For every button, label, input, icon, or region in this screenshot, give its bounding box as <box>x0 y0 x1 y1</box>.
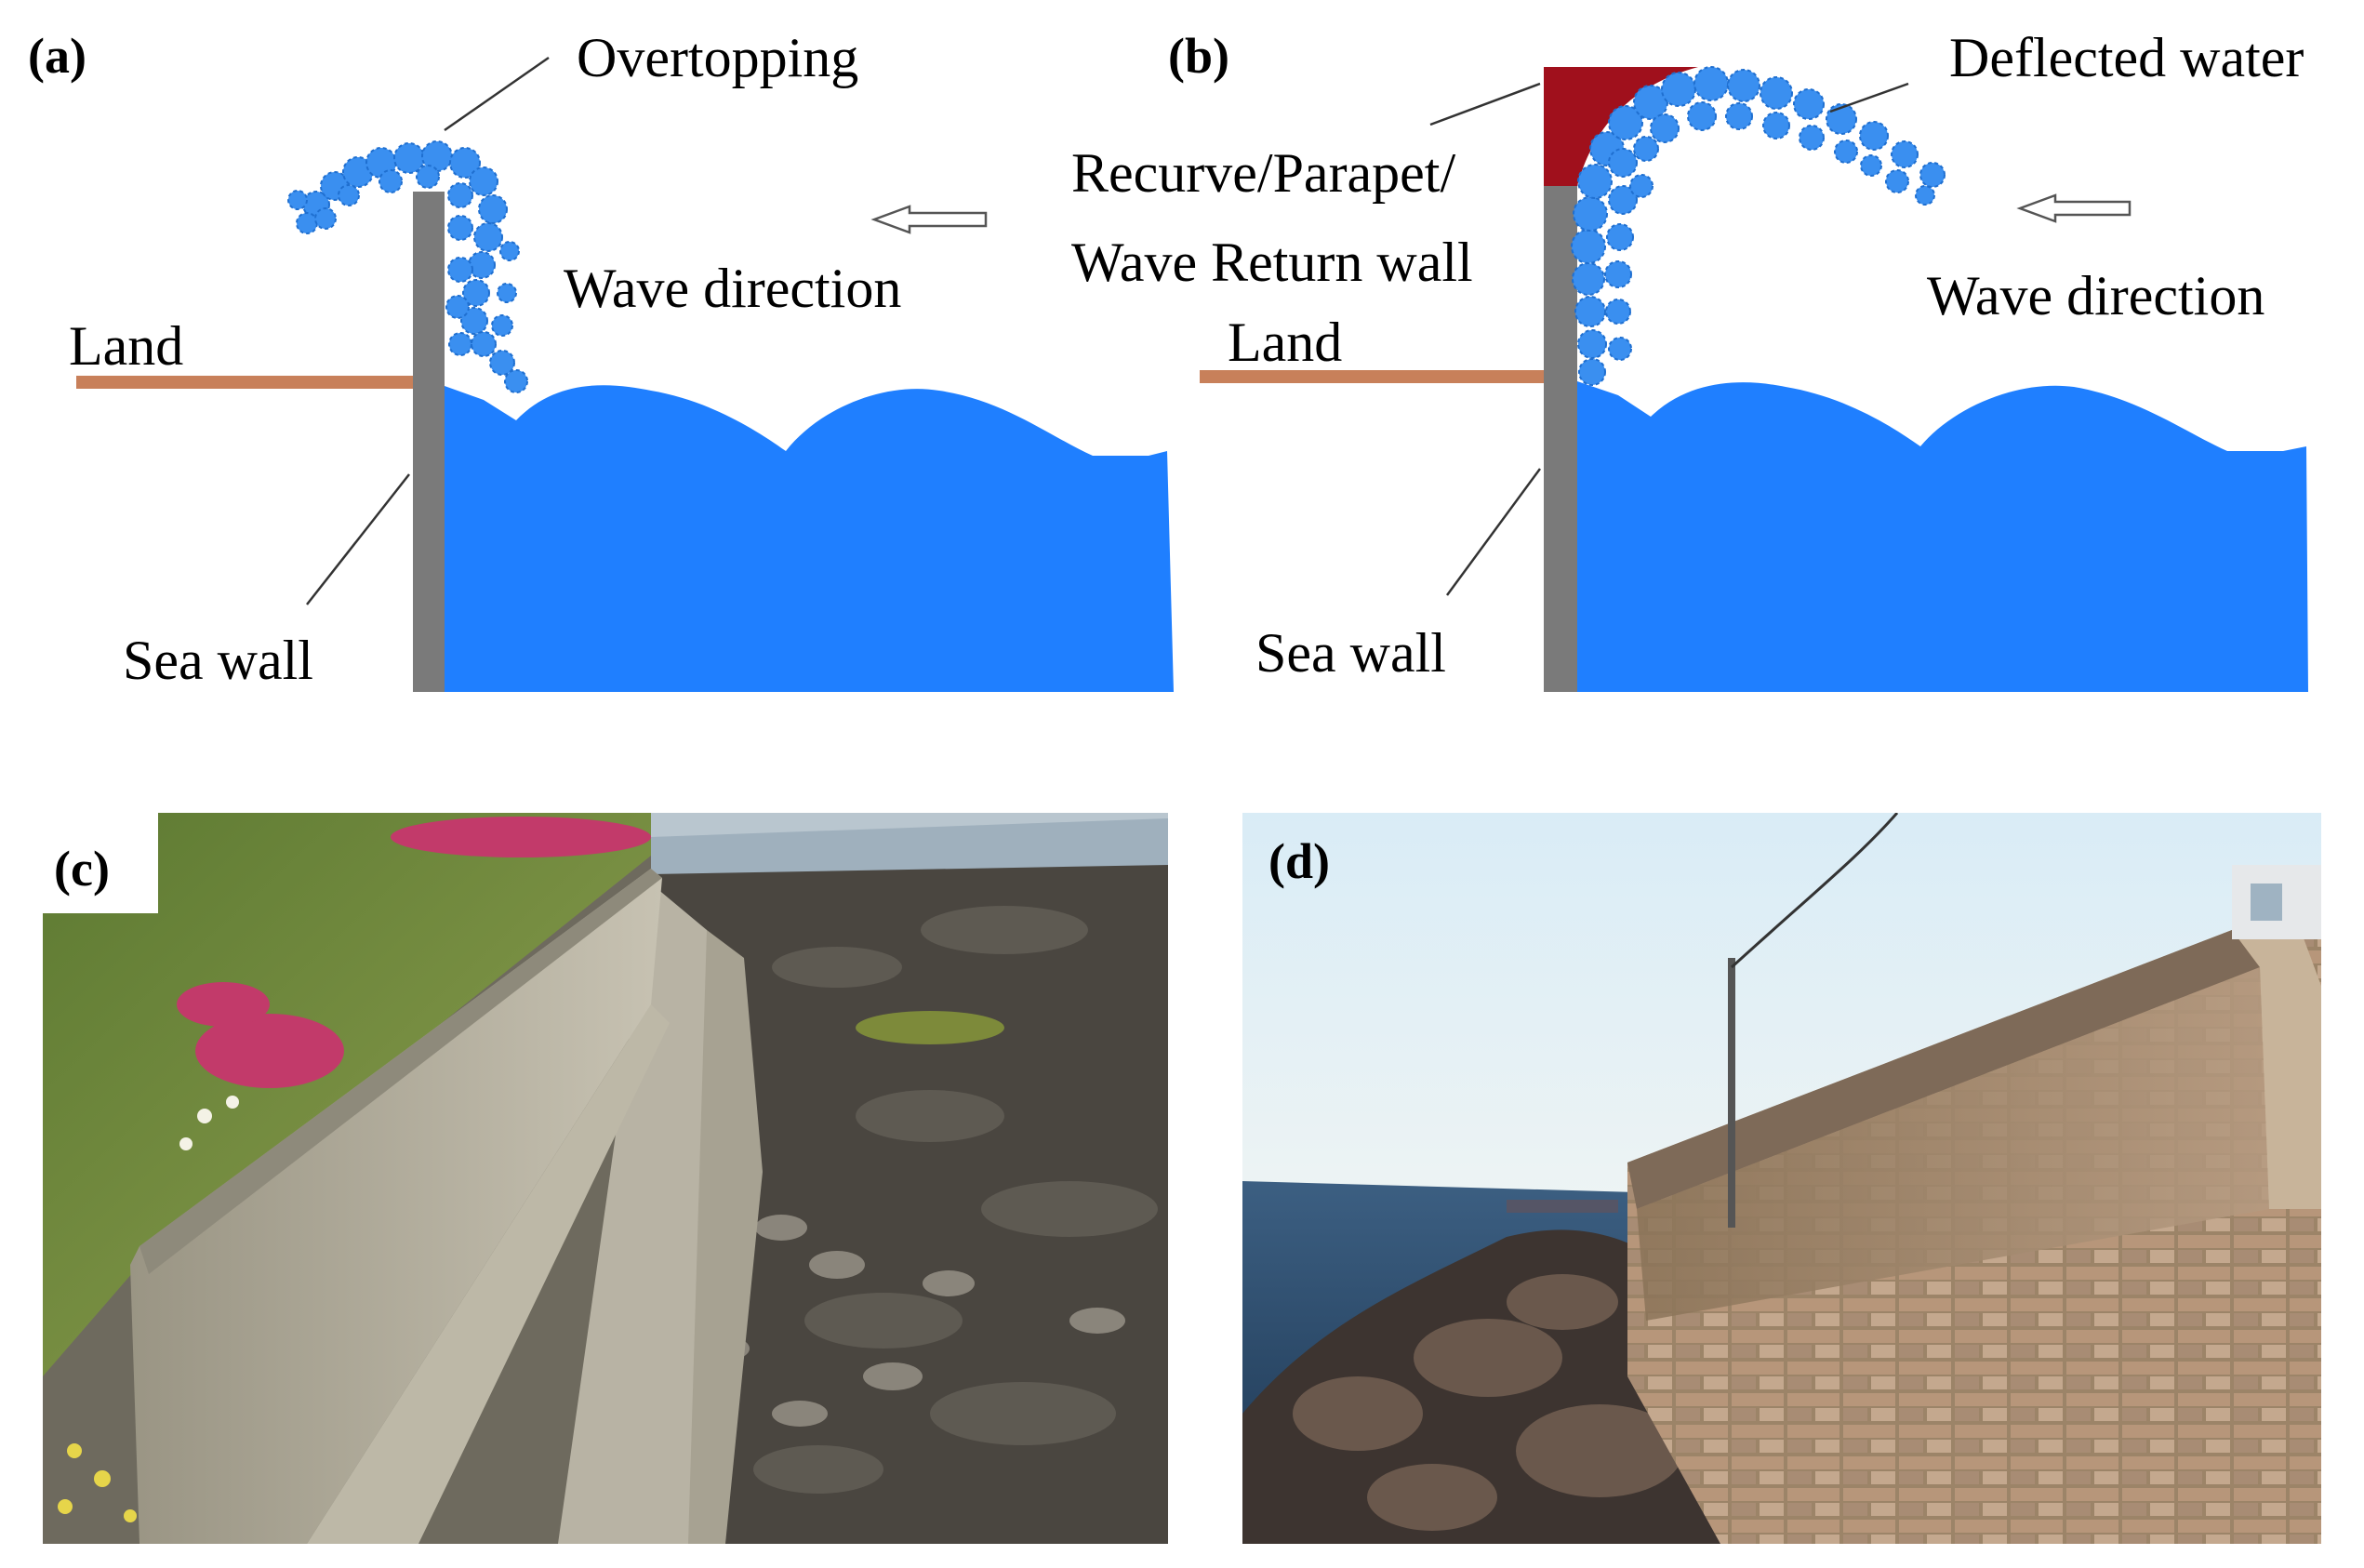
panel-c-tag: (c) <box>54 841 110 897</box>
land-strip-b <box>1200 370 1546 383</box>
panel-d-photo: (d) <box>1242 813 2321 1544</box>
panel-c-tag-box <box>43 813 158 913</box>
sea-wall-leader-a <box>306 473 410 605</box>
deflected-water-spray-b <box>1571 66 1946 386</box>
recurve-leader-b <box>1429 82 1541 126</box>
overtopping-spray-a <box>287 140 528 393</box>
sea-wall-label-a: Sea wall <box>123 630 313 691</box>
water-a <box>445 385 1174 692</box>
overtopping-label: Overtopping <box>577 27 858 88</box>
wave-direction-arrow-a <box>870 205 988 234</box>
wave-direction-label-b: Wave direction <box>1927 265 2264 326</box>
panel-a-diagram: (a) Overtopping Wave direction Land Sea … <box>28 27 1174 692</box>
overtopping-leader-a <box>444 56 550 132</box>
wave-direction-arrow-b <box>2016 193 2132 223</box>
deflected-leader-b <box>1829 82 1909 113</box>
land-strip-a <box>76 376 417 389</box>
water-b <box>1577 381 2308 692</box>
parapet-b <box>1544 67 1698 186</box>
land-label-a: Land <box>69 315 183 377</box>
panel-c-photo: (c) <box>43 813 1168 1544</box>
panel-b-diagram: (b) Deflected water Recurve/Parapet/ Wav… <box>1071 27 2308 692</box>
sea-wall-leader-b <box>1445 468 1542 596</box>
panel-b-tag: (b) <box>1168 28 1229 84</box>
sea-wall-label-b: Sea wall <box>1255 622 1446 684</box>
sea-wall-b <box>1544 186 1577 692</box>
panel-d-tag: (d) <box>1268 833 1330 889</box>
wave-direction-label-a: Wave direction <box>564 258 901 319</box>
recurve-label-line1: Recurve/Parapet/ <box>1071 142 1455 204</box>
recurve-label-line2: Wave Return wall <box>1071 232 1473 293</box>
land-label-b: Land <box>1228 312 1342 373</box>
panel-a-tag: (a) <box>28 28 86 84</box>
deflected-water-label: Deflected water <box>1949 27 2304 88</box>
sea-wall-a <box>413 192 445 692</box>
